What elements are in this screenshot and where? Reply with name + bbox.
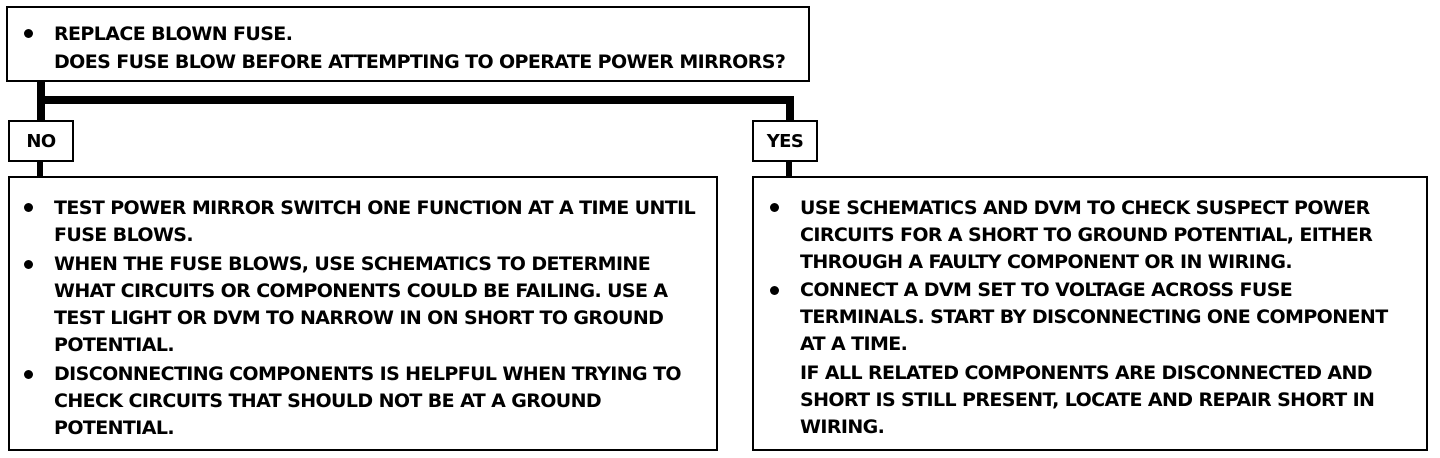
yes-item-2-line-5: SHORT IS STILL PRESENT, LOCATE AND REPAI… <box>800 389 1375 411</box>
bullet-icon <box>24 370 33 379</box>
yes-item-2-line-2: TERMINALS. START BY DISCONNECTING ONE CO… <box>800 306 1388 328</box>
no-item-1-line-1: TEST POWER MIRROR SWITCH ONE FUNCTION AT… <box>54 197 696 219</box>
no-item-3-line-2: CHECK CIRCUITS THAT SHOULD NOT BE AT A G… <box>54 390 602 412</box>
bullet-icon <box>24 203 33 212</box>
step-text: REPLACE BLOWN FUSE. <box>54 23 293 45</box>
yes-item-1-line-1: USE SCHEMATICS AND DVM TO CHECK SUSPECT … <box>800 197 1370 219</box>
yes-item-2-line-4: IF ALL RELATED COMPONENTS ARE DISCONNECT… <box>800 362 1373 384</box>
bullet-icon <box>24 260 33 269</box>
connector-horizontal <box>37 96 794 104</box>
no-label: NO <box>8 120 74 162</box>
no-item-2-line-2: WHAT CIRCUITS OR COMPONENTS COULD BE FAI… <box>54 280 668 302</box>
no-item-3-line-3: POTENTIAL. <box>54 417 175 439</box>
question-text: DOES FUSE BLOW BEFORE ATTEMPTING TO OPER… <box>54 51 786 73</box>
yes-item-2-line-1: CONNECT A DVM SET TO VOLTAGE ACROSS FUSE <box>800 279 1293 301</box>
yes-item-1-line-2: CIRCUITS FOR A SHORT TO GROUND POTENTIAL… <box>800 224 1373 246</box>
connector-no-box <box>37 162 43 178</box>
yes-action-box: USE SCHEMATICS AND DVM TO CHECK SUSPECT … <box>752 176 1428 451</box>
no-action-box: TEST POWER MIRROR SWITCH ONE FUNCTION AT… <box>8 176 718 451</box>
bullet-icon <box>770 286 779 295</box>
question-box: REPLACE BLOWN FUSE. DOES FUSE BLOW BEFOR… <box>6 6 810 82</box>
no-item-3-line-1: DISCONNECTING COMPONENTS IS HELPFUL WHEN… <box>54 363 682 385</box>
yes-item-1-line-3: THROUGH A FAULTY COMPONENT OR IN WIRING. <box>800 251 1293 273</box>
bullet-icon <box>770 203 779 212</box>
no-item-2-line-4: POTENTIAL. <box>54 334 175 356</box>
yes-item-2-line-6: WIRING. <box>800 416 885 438</box>
bullet-icon <box>24 29 33 38</box>
yes-label: YES <box>752 120 818 162</box>
yes-item-2-line-3: AT A TIME. <box>800 333 908 355</box>
no-item-2-line-1: WHEN THE FUSE BLOWS, USE SCHEMATICS TO D… <box>54 253 651 275</box>
no-item-1-line-2: FUSE BLOWS. <box>54 224 194 246</box>
connector-down-right <box>786 96 794 122</box>
connector-yes-box <box>786 162 792 178</box>
no-item-2-line-3: TEST LIGHT OR DVM TO NARROW IN ON SHORT … <box>54 307 664 329</box>
